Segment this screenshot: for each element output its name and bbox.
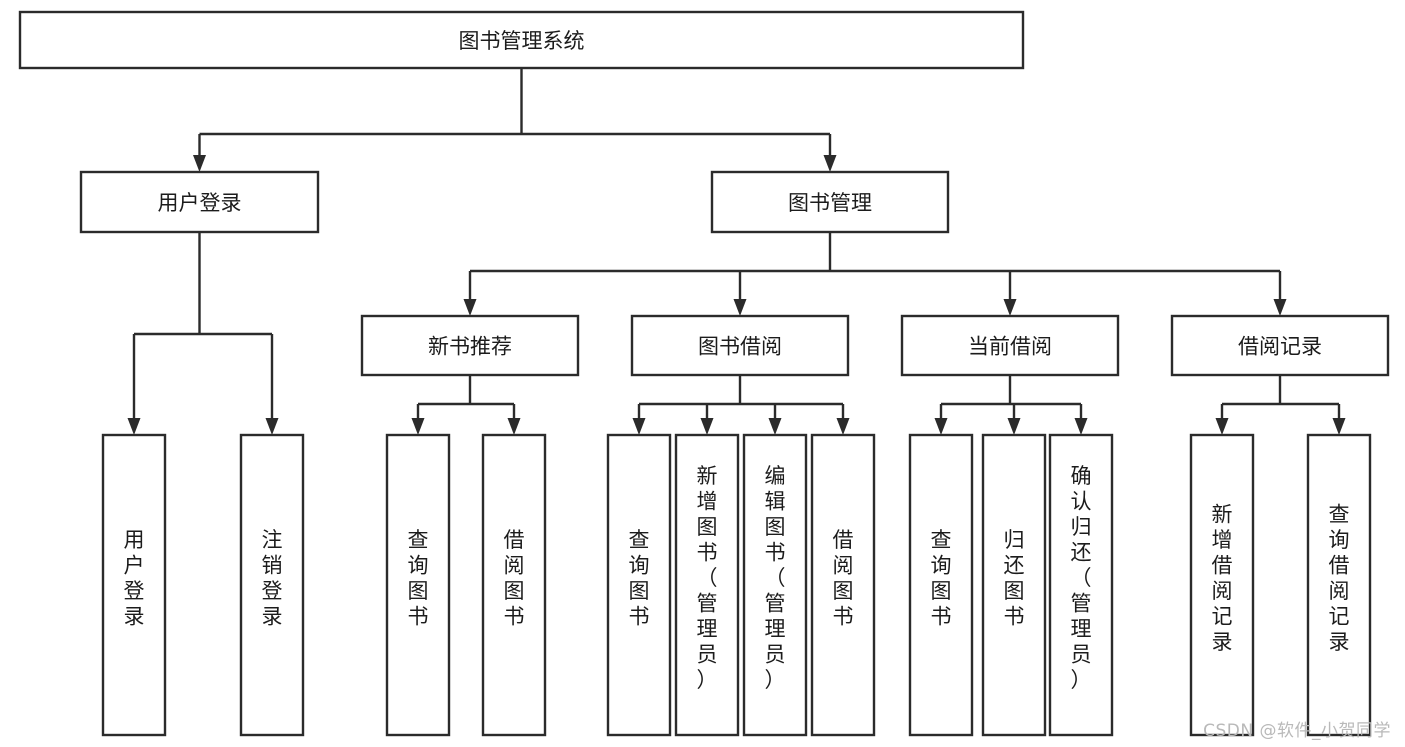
- node-box-user-login[interactable]: [79, 170, 320, 234]
- connector-layer: [127, 68, 1346, 435]
- node-box-leaf-record-query[interactable]: [1306, 433, 1372, 737]
- arrow-head-icon: [411, 418, 425, 435]
- node-leaf-current-confirm-return[interactable]: 确认归还（管理员）: [1048, 433, 1114, 737]
- node-leaf-user-login[interactable]: 用户登录: [101, 433, 167, 737]
- node-label-current-borrow: 当前借阅: [968, 335, 1052, 359]
- node-label-leaf-record-query: 查询借阅记录: [1329, 502, 1350, 654]
- node-box-new-book-rec[interactable]: [360, 314, 580, 377]
- node-label-leaf-record-add: 新增借阅记录: [1212, 502, 1233, 654]
- node-current-borrow[interactable]: 当前借阅: [900, 314, 1120, 377]
- node-label-leaf-current-query-book: 查询图书: [931, 528, 952, 629]
- node-leaf-record-add[interactable]: 新增借阅记录: [1189, 433, 1255, 737]
- node-box-leaf-user-logout[interactable]: [239, 433, 305, 737]
- connector-group-current-borrow: [934, 375, 1088, 435]
- node-label-root: 图书管理系统: [459, 29, 585, 53]
- node-leaf-rec-query-book[interactable]: 查询图书: [385, 433, 451, 737]
- arrow-head-icon: [1003, 299, 1017, 316]
- node-borrow-record[interactable]: 借阅记录: [1170, 314, 1390, 377]
- node-label-book-manage: 图书管理: [788, 191, 872, 215]
- node-box-book-manage[interactable]: [710, 170, 950, 234]
- connector-group-book-borrow: [632, 375, 850, 435]
- arrow-head-icon: [1332, 418, 1346, 435]
- node-leaf-borrow-borrow-book[interactable]: 借阅图书: [810, 433, 876, 737]
- node-leaf-borrow-query-book[interactable]: 查询图书: [606, 433, 672, 737]
- arrow-head-icon: [265, 418, 279, 435]
- node-leaf-user-logout[interactable]: 注销登录: [239, 433, 305, 737]
- node-book-manage[interactable]: 图书管理: [710, 170, 950, 234]
- node-book-borrow[interactable]: 图书借阅: [630, 314, 850, 377]
- node-box-leaf-borrow-borrow-book[interactable]: [810, 433, 876, 737]
- node-label-book-borrow: 图书借阅: [698, 335, 782, 359]
- node-box-leaf-current-query-book[interactable]: [908, 433, 974, 737]
- node-box-borrow-record[interactable]: [1170, 314, 1390, 377]
- arrow-head-icon: [934, 418, 948, 435]
- arrow-head-icon: [1007, 418, 1021, 435]
- arrow-head-icon: [768, 418, 782, 435]
- node-box-leaf-current-confirm-return[interactable]: [1048, 433, 1114, 737]
- node-label-leaf-rec-borrow-book: 借阅图书: [504, 528, 525, 629]
- node-box-leaf-rec-borrow-book[interactable]: [481, 433, 547, 737]
- node-box-root[interactable]: [18, 10, 1025, 70]
- node-label-leaf-current-confirm-return: 确认归还（管理员）: [1071, 464, 1092, 692]
- node-box-current-borrow[interactable]: [900, 314, 1120, 377]
- arrow-head-icon: [1273, 299, 1287, 316]
- node-label-leaf-rec-query-book: 查询图书: [408, 528, 429, 629]
- node-leaf-borrow-edit-book[interactable]: 编辑图书（管理员）: [742, 433, 808, 737]
- node-label-leaf-borrow-query-book: 查询图书: [629, 528, 650, 629]
- node-box-leaf-borrow-edit-book[interactable]: [742, 433, 808, 737]
- node-leaf-rec-borrow-book[interactable]: 借阅图书: [481, 433, 547, 737]
- node-label-user-login: 用户登录: [158, 191, 242, 215]
- arrow-head-icon: [632, 418, 646, 435]
- node-label-leaf-user-logout: 注销登录: [262, 528, 283, 629]
- node-layer: 图书管理系统用户登录图书管理新书推荐图书借阅当前借阅借阅记录用户登录注销登录查询…: [18, 10, 1390, 737]
- node-root[interactable]: 图书管理系统: [18, 10, 1025, 70]
- connector-group-borrow-record: [1215, 375, 1346, 435]
- node-box-leaf-user-login[interactable]: [101, 433, 167, 737]
- node-label-leaf-borrow-edit-book: 编辑图书（管理员）: [765, 464, 786, 692]
- node-leaf-current-return-book[interactable]: 归还图书: [981, 433, 1047, 737]
- connector-group-book-manage: [463, 232, 1287, 316]
- arrow-head-icon: [823, 155, 837, 172]
- arrow-head-icon: [193, 155, 206, 172]
- arrow-head-icon: [507, 418, 521, 435]
- node-box-book-borrow[interactable]: [630, 314, 850, 377]
- node-label-new-book-rec: 新书推荐: [428, 335, 512, 359]
- arrow-head-icon: [700, 418, 714, 435]
- node-box-leaf-record-add[interactable]: [1189, 433, 1255, 737]
- node-box-leaf-borrow-query-book[interactable]: [606, 433, 672, 737]
- node-user-login[interactable]: 用户登录: [79, 170, 320, 234]
- arrow-head-icon: [733, 299, 747, 316]
- arrow-head-icon: [1215, 418, 1229, 435]
- node-leaf-record-query[interactable]: 查询借阅记录: [1306, 433, 1372, 737]
- node-box-leaf-current-return-book[interactable]: [981, 433, 1047, 737]
- connector-group-user-login: [127, 232, 279, 435]
- connector-group-root: [193, 68, 837, 172]
- arrow-head-icon: [127, 418, 141, 435]
- node-label-leaf-borrow-borrow-book: 借阅图书: [833, 528, 854, 629]
- node-leaf-borrow-add-book[interactable]: 新增图书（管理员）: [674, 433, 740, 737]
- node-label-leaf-user-login: 用户登录: [124, 528, 145, 629]
- arrow-head-icon: [836, 418, 850, 435]
- node-box-leaf-borrow-add-book[interactable]: [674, 433, 740, 737]
- arrow-head-icon: [463, 299, 477, 316]
- node-label-leaf-current-return-book: 归还图书: [1004, 528, 1025, 629]
- node-new-book-rec[interactable]: 新书推荐: [360, 314, 580, 377]
- node-box-leaf-rec-query-book[interactable]: [385, 433, 451, 737]
- node-leaf-current-query-book[interactable]: 查询图书: [908, 433, 974, 737]
- node-label-borrow-record: 借阅记录: [1238, 335, 1322, 359]
- node-label-leaf-borrow-add-book: 新增图书（管理员）: [697, 464, 718, 692]
- arrow-head-icon: [1074, 418, 1088, 435]
- connector-group-new-book-rec: [411, 375, 521, 435]
